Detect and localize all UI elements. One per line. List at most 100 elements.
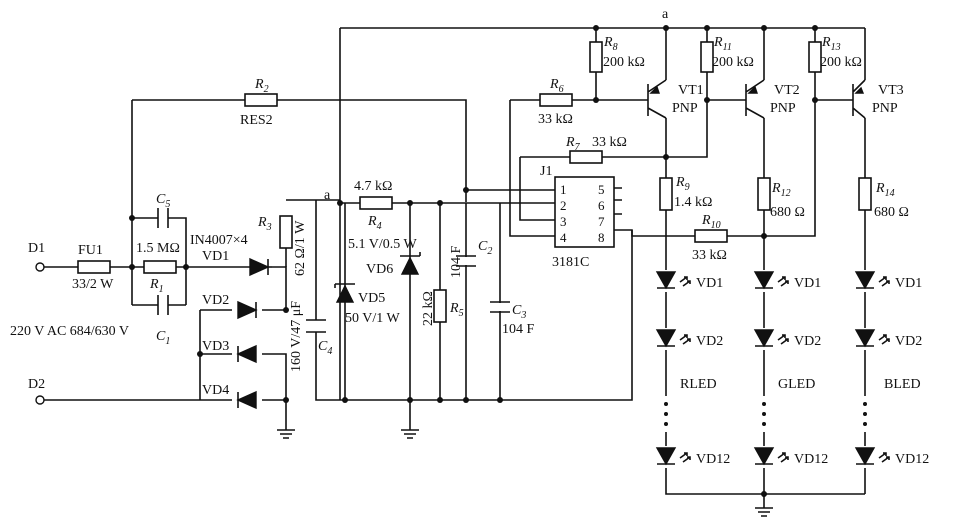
c1-name: C1 (156, 329, 170, 347)
resistor-r8 (589, 41, 603, 73)
vd5-name: VD5 (358, 291, 385, 306)
ground-icon (755, 507, 773, 517)
diode-vd3 (232, 344, 262, 364)
r3-value: 62 Ω/1 W (293, 220, 308, 276)
light-emission-icon (679, 334, 691, 345)
capacitor-c3 (490, 301, 510, 313)
vt1-type: PNP (672, 101, 698, 116)
led-label: VD1 (895, 276, 922, 291)
r7-name: R7 (565, 135, 581, 153)
vt3-name: VT3 (878, 83, 904, 98)
r6-value: 33 kΩ (538, 112, 573, 127)
ellipsis-dot (664, 422, 668, 426)
c2-name: C2 (478, 239, 492, 257)
ic-pin-5: 5 (598, 182, 605, 197)
resistor-r9 (659, 177, 673, 211)
ic-j1 (554, 176, 615, 248)
resistor-r10 (694, 229, 728, 243)
c5-name: C5 (156, 192, 170, 210)
gled-label: GLED (778, 377, 815, 392)
resistor-r13 (808, 41, 822, 73)
light-emission-icon (679, 276, 691, 287)
led-2: VD2 (752, 328, 821, 350)
transistor-vt1 (640, 79, 667, 119)
labels: a a D1 D2 220 V AC 684/630 V FU1 33/2 W … (10, 7, 921, 398)
ground-icon (277, 429, 295, 439)
ellipsis-dot (863, 422, 867, 426)
led-1: VD1 (853, 270, 922, 292)
light-emission-icon (878, 452, 890, 463)
d2-terminal (35, 395, 45, 405)
node-a-mid: a (324, 188, 331, 203)
c4-value: 160 V/47 μF (289, 301, 304, 372)
vt2-name: VT2 (774, 83, 800, 98)
vd4-label: VD4 (202, 383, 229, 398)
r5-value: 22 kΩ (421, 291, 436, 326)
bridge-label: IN4007×4 (190, 233, 248, 248)
capacitor-c5 (157, 208, 169, 228)
ellipsis-dot (664, 412, 668, 416)
ic-pin-2: 2 (560, 198, 567, 213)
ic-pin-3: 3 (560, 214, 567, 229)
r8-name: R8 (603, 35, 618, 53)
light-emission-icon (878, 276, 890, 287)
r12-value: 680 Ω (770, 205, 805, 220)
led-label: VD1 (794, 276, 821, 291)
resistor-r12 (757, 177, 771, 211)
r11-value: 200 kΩ (712, 55, 754, 70)
r8-value: 200 kΩ (603, 55, 645, 70)
diode-vd1 (249, 257, 272, 277)
d1-terminal (35, 262, 45, 272)
resistor-r6 (539, 93, 573, 107)
r9-value: 1.4 kΩ (674, 195, 712, 210)
vt1-name: VT1 (678, 83, 704, 98)
r6-name: R6 (549, 77, 564, 95)
ellipsis-dot (762, 422, 766, 426)
c4-name: C4 (318, 339, 332, 357)
zener-vd6 (400, 252, 421, 275)
light-emission-icon (777, 334, 789, 345)
r2-value: RES2 (240, 113, 273, 128)
transistor-vt2 (738, 79, 765, 119)
c3-name: C3 (512, 303, 526, 321)
r5-name: R5 (449, 301, 464, 319)
led-label: VD1 (696, 276, 723, 291)
led-label: VD2 (895, 334, 922, 349)
diode-vd2 (232, 300, 262, 320)
junctions (129, 25, 818, 497)
r9-name: R9 (675, 175, 690, 193)
r12-name: R12 (771, 181, 791, 199)
node-a-top: a (662, 7, 669, 22)
vd3-label: VD3 (202, 339, 229, 354)
r13-name: R13 (821, 35, 841, 53)
r7-value: 33 kΩ (592, 135, 627, 150)
ellipsis-dot (762, 402, 766, 406)
light-emission-icon (878, 334, 890, 345)
bled-label: BLED (884, 377, 921, 392)
vd6-name: VD6 (366, 262, 393, 277)
ic-part: 3181C (552, 255, 589, 270)
led-2: VD2 (853, 328, 922, 350)
resistor-r2 (244, 93, 278, 107)
wires (44, 27, 866, 508)
resistor-r5 (433, 289, 447, 323)
resistor-r7 (569, 150, 603, 164)
vd5-value: 50 V/1 W (345, 311, 400, 326)
led-1: VD1 (654, 270, 723, 292)
r1-name: R1 (149, 277, 164, 295)
led-label: VD2 (794, 334, 821, 349)
led-label: VD12 (696, 452, 730, 467)
capacitor-c4 (306, 319, 326, 333)
fuse-name: FU1 (78, 243, 103, 258)
r13-value: 200 kΩ (820, 55, 862, 70)
vd6-value: 5.1 V/0.5 W (348, 237, 417, 252)
ellipsis-dot (863, 402, 867, 406)
led-12: VD12 (853, 446, 929, 468)
diode-vd4 (232, 390, 262, 410)
r14-name: R14 (875, 181, 895, 199)
